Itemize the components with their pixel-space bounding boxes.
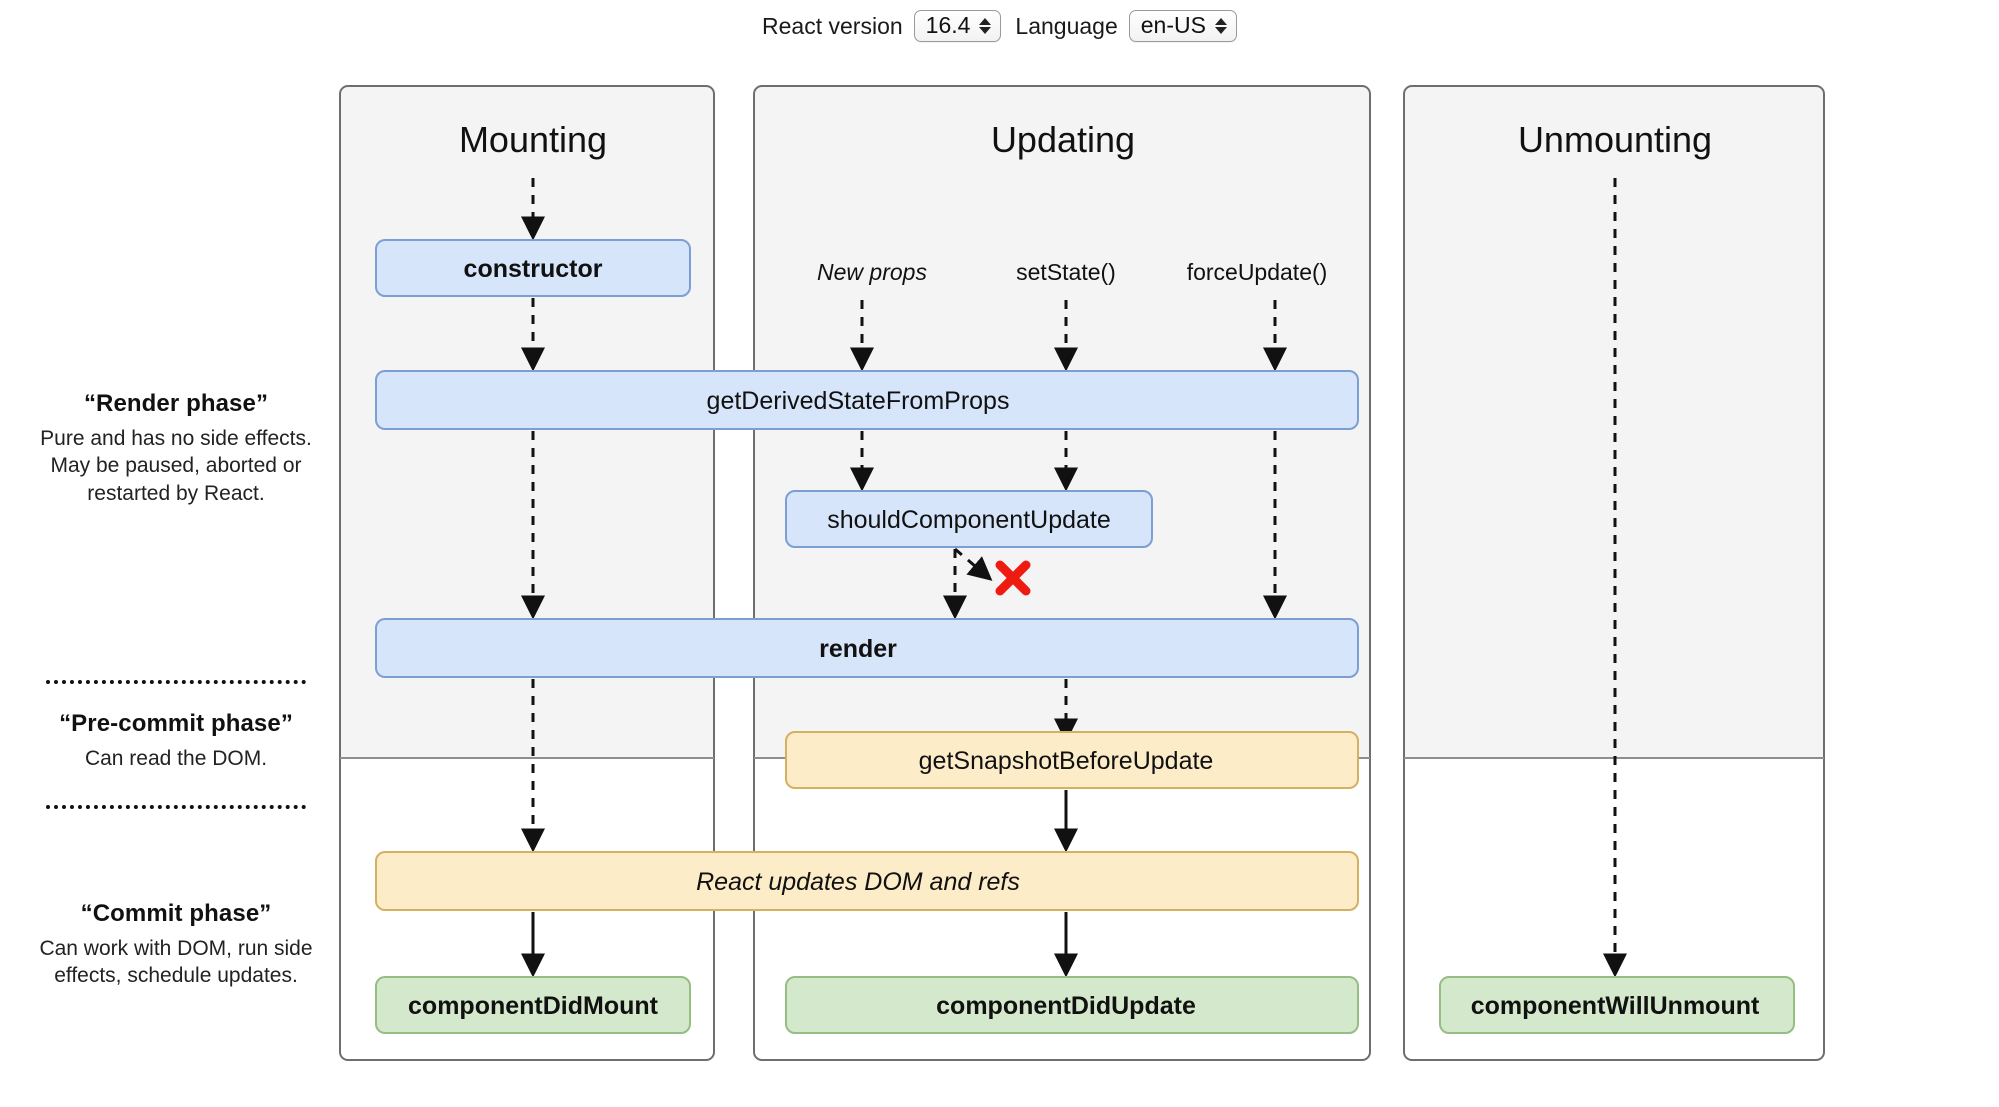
node-should-component-update: shouldComponentUpdate [785, 490, 1153, 548]
node-component-did-update: componentDidUpdate [785, 976, 1359, 1034]
legend-description: Pure and has no side effects. May be pau… [40, 427, 312, 505]
node-label: componentWillUnmount [1471, 992, 1760, 1020]
node-component-will-unmount: componentWillUnmount [1439, 976, 1795, 1034]
arrow-scu-to-skip [954, 547, 993, 581]
node-constructor: constructor [375, 239, 691, 297]
language-value: en-US [1140, 12, 1206, 38]
controls-bar: React version 16.4 Language en-US [0, 0, 1999, 52]
legend-pre-commit-phase: “Pre-commit phase” Can read the DOM. [30, 710, 322, 772]
legend-title: “Commit phase” [80, 900, 272, 927]
legend-divider-top [46, 680, 306, 684]
node-label: getSnapshotBeforeUpdate [919, 747, 1214, 775]
trigger-label-new-props: New props [817, 259, 927, 285]
updown-spinner-icon[interactable] [979, 17, 992, 34]
column-title-updating: Updating [991, 119, 1135, 160]
node-label: render [819, 635, 897, 663]
react-version-control: React version 16.4 [762, 10, 1002, 42]
node-label: React updates DOM and refs [696, 868, 1020, 896]
legend-description: Can work with DOM, run side effects, sch… [39, 937, 313, 988]
node-label: getDerivedStateFromProps [707, 387, 1010, 415]
column-panel-updating [753, 85, 1371, 1061]
node-label: componentDidUpdate [936, 992, 1196, 1020]
legend-divider-bottom [46, 805, 306, 809]
language-select[interactable]: en-US [1128, 10, 1237, 42]
legend-render-phase: “Render phase” Pure and has no side effe… [30, 390, 322, 507]
legend-title: “Pre-commit phase” [59, 710, 293, 737]
react-version-value: 16.4 [925, 12, 971, 38]
column-title-mounting: Mounting [459, 119, 607, 160]
node-react-updates-dom-and-refs: React updates DOM and refs [375, 851, 1359, 911]
legend-description: Can read the DOM. [84, 747, 268, 770]
column-panel-mounting [339, 85, 715, 1061]
node-label: shouldComponentUpdate [827, 506, 1111, 534]
legend-title: “Render phase” [83, 390, 269, 417]
red-x-icon [995, 560, 1031, 596]
column-title-unmounting: Unmounting [1518, 119, 1712, 160]
node-label: constructor [464, 255, 603, 283]
updown-spinner-icon[interactable] [1214, 17, 1227, 34]
node-get-derived-state-from-props: getDerivedStateFromProps [375, 370, 1359, 430]
react-version-label: React version [762, 12, 903, 39]
language-label: Language [1015, 12, 1118, 39]
trigger-label-force-update: forceUpdate() [1187, 259, 1328, 285]
node-render: render [375, 618, 1359, 678]
legend-commit-phase: “Commit phase” Can work with DOM, run si… [30, 900, 322, 990]
node-component-did-mount: componentDidMount [375, 976, 691, 1034]
react-version-select[interactable]: 16.4 [913, 10, 1002, 42]
node-label: componentDidMount [408, 992, 659, 1020]
trigger-label-set-state: setState() [1016, 259, 1116, 285]
phase-legend: “Render phase” Pure and has no side effe… [30, 60, 322, 1100]
language-control: Language en-US [1015, 10, 1237, 42]
node-get-snapshot-before-update: getSnapshotBeforeUpdate [785, 731, 1359, 789]
